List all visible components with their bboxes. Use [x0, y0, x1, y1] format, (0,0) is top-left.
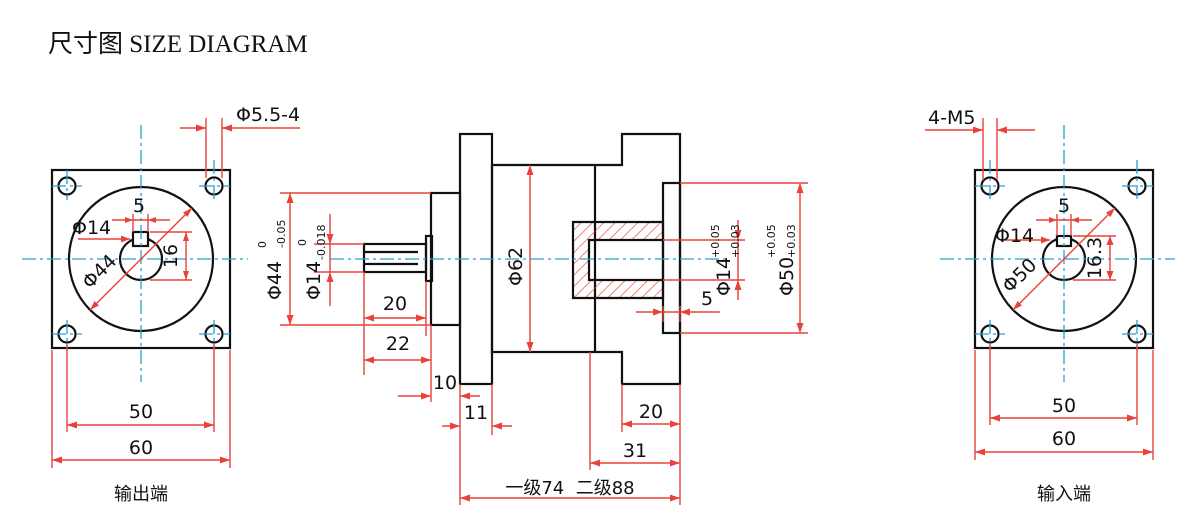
svg-text:+0.03: +0.03 [785, 224, 798, 258]
input-flange-width-label: 60 [1052, 428, 1076, 450]
output-key-height-label: 16 [160, 244, 182, 268]
side-shaft-dia-label: Φ14 [303, 261, 325, 300]
side-pilot-length-label: 10 [433, 372, 457, 394]
side-flange-thickness-label: 11 [464, 402, 488, 424]
side-shaft-length-label: 22 [386, 333, 410, 355]
svg-text:0: 0 [296, 239, 309, 246]
output-hole-callout: Φ5.5-4 [236, 104, 300, 126]
svg-text:+0.05: +0.05 [765, 224, 778, 258]
input-end-caption: 输入端 [1037, 484, 1091, 505]
svg-text:+0.03: +0.03 [729, 224, 742, 258]
side-bore-offset-label: 5 [701, 288, 713, 310]
input-pilot [661, 181, 682, 335]
side-total-length-label: 一级74 二级88 [505, 478, 634, 499]
input-end-view: 4-M5 5 Φ14 16.3 Φ50 50 [925, 107, 1175, 505]
side-pilot-dia-label: Φ44 [264, 261, 286, 300]
side-input-depth-label: 20 [639, 401, 663, 423]
svg-text:+0.05: +0.05 [709, 224, 722, 258]
input-bore-dia-label: Φ14 [995, 225, 1034, 247]
input-key-height-label: 16.3 [1084, 237, 1106, 279]
side-view: Φ44 0 -0.05 Φ14 0 -0.018 Φ62 Φ14 +0.05 +… [256, 132, 808, 505]
svg-text:-0.018: -0.018 [315, 225, 328, 260]
page-title: 尺寸图 SIZE DIAGRAM [48, 31, 308, 58]
side-input-length-label: 31 [623, 440, 647, 462]
svg-text:-0.05: -0.05 [275, 220, 288, 248]
output-shaft-dia-label: Φ14 [72, 217, 111, 239]
output-end-caption: 输出端 [114, 484, 168, 505]
side-body-dia-label: Φ62 [505, 247, 527, 286]
input-bolt-pitch-label: 50 [1052, 395, 1076, 417]
input-key-width-label: 5 [1058, 195, 1070, 217]
side-key-length-label: 20 [383, 293, 407, 315]
output-flange-width-label: 60 [129, 437, 153, 459]
side-input-pilot-dia-label: Φ50 [776, 257, 798, 296]
output-key-width-label: 5 [133, 195, 145, 217]
output-bolt-pitch-label: 50 [129, 401, 153, 423]
output-pilot-dia-label: Φ44 [78, 250, 121, 293]
input-pilot-dia-label: Φ50 [998, 254, 1041, 297]
input-bore-section [571, 220, 665, 300]
side-bore-dia-label: Φ14 [713, 257, 735, 296]
input-hole-callout: 4-M5 [928, 107, 975, 129]
svg-text:0: 0 [256, 241, 269, 248]
output-shaft [362, 242, 428, 274]
output-end-view: Φ5.5-4 5 Φ14 16 Φ44 50 [22, 104, 300, 505]
